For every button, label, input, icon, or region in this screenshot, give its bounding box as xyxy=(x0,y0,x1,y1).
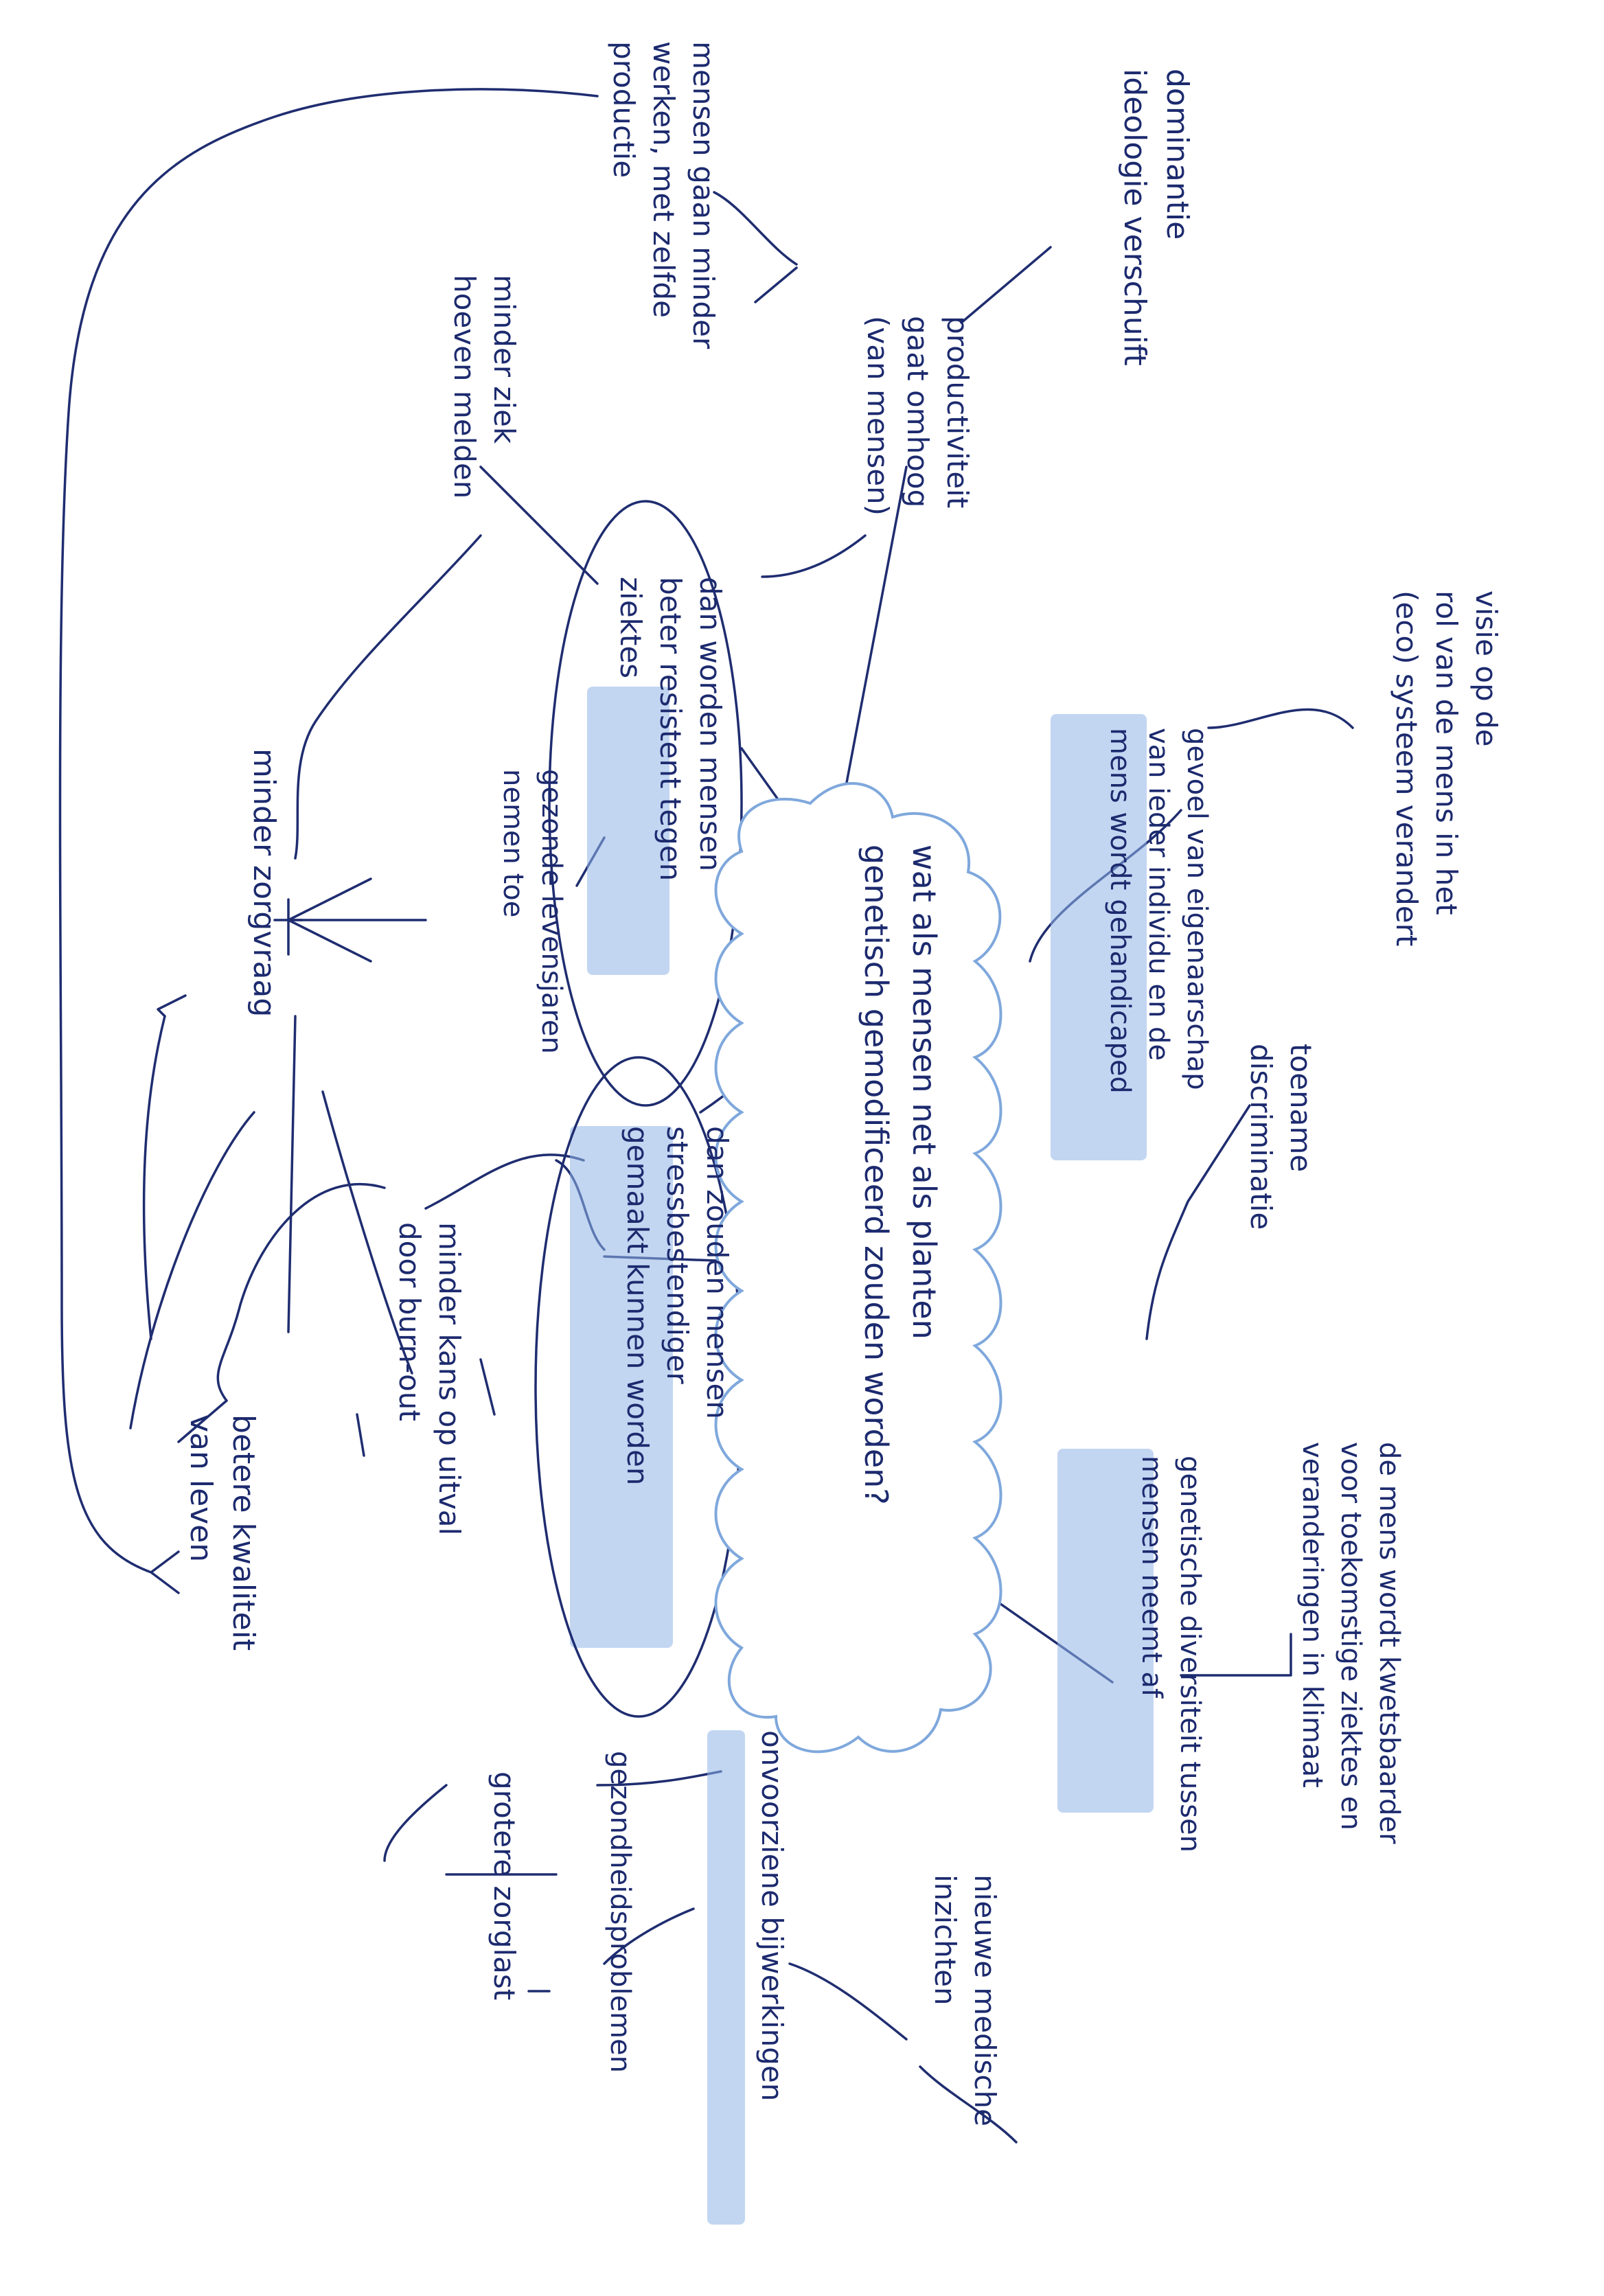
svg-text:mens wordt gehandicaped: mens wordt gehandicaped xyxy=(1104,728,1136,1094)
svg-text:grotere zorglast: grotere zorglast xyxy=(488,1771,521,2000)
svg-text:gemaakt kunnen worden: gemaakt kunnen worden xyxy=(621,1126,654,1485)
svg-text:mensen neemt af: mensen neemt af xyxy=(1136,1456,1167,1699)
highlights xyxy=(570,687,1154,2225)
svg-text:veranderingen in klimaat: veranderingen in klimaat xyxy=(1296,1442,1328,1788)
svg-text:ziektes: ziektes xyxy=(614,577,648,678)
node-bijwerkingen: onvoorziene bijwerkingen xyxy=(755,1730,789,2101)
node-burnout: minder kans op uitval door burn-out xyxy=(393,1222,466,1535)
svg-text:beter resistent tegen: beter resistent tegen xyxy=(654,577,687,881)
svg-text:stressbestendiger: stressbestendiger xyxy=(661,1126,694,1384)
node-productiviteit: productiviteit gaat omhoog (van mensen) xyxy=(861,316,974,516)
svg-text:visie op de: visie op de xyxy=(1469,590,1503,746)
svg-text:(eco) systeem verandert: (eco) systeem verandert xyxy=(1390,590,1423,946)
center-line-2: genetisch gemodificeerd zouden worden? xyxy=(858,845,895,1505)
svg-text:minder zorgvraag: minder zorgvraag xyxy=(247,748,282,1017)
svg-text:van ieder individu en de: van ieder individu en de xyxy=(1143,728,1174,1061)
central-cloud xyxy=(714,782,1002,1754)
svg-text:voor toekomstige ziektes en: voor toekomstige ziektes en xyxy=(1335,1442,1366,1830)
svg-text:minder ziek: minder ziek xyxy=(488,275,521,444)
node-diversiteit: genetische diversiteit tussen mensen nee… xyxy=(1136,1456,1206,1852)
node-minder-zorgvraag: minder zorgvraag xyxy=(247,748,282,1017)
svg-text:nemen toe: nemen toe xyxy=(497,769,529,917)
node-resistent: dan worden mensen beter resistent tegen … xyxy=(614,577,727,881)
svg-text:inzichten: inzichten xyxy=(928,1874,962,2006)
node-minder-ziek: minder ziek hoeven melden xyxy=(448,275,521,498)
svg-text:discriminatie: discriminatie xyxy=(1244,1044,1278,1230)
node-gezondheidsproblemen: gezondheidsproblemen xyxy=(604,1751,636,2073)
svg-text:dan zouden mensen: dan zouden mensen xyxy=(700,1126,734,1419)
svg-text:hoeven melden: hoeven melden xyxy=(448,275,481,498)
svg-text:rol van de mens in het: rol van de mens in het xyxy=(1430,590,1463,915)
svg-text:(van mensen): (van mensen) xyxy=(861,316,895,516)
center-line-1: wat als mensen net als planten xyxy=(906,845,943,1340)
svg-text:gaat omhoog: gaat omhoog xyxy=(901,316,935,507)
center-question: wat als mensen net als planten genetisch… xyxy=(858,845,943,1505)
svg-text:gezonde levensjaren: gezonde levensjaren xyxy=(536,769,567,1054)
connector-lines xyxy=(58,88,1354,2144)
node-visie: visie op de rol van de mens in het (eco)… xyxy=(1390,590,1503,946)
svg-text:onvoorziene bijwerkingen: onvoorziene bijwerkingen xyxy=(755,1730,789,2101)
svg-text:nieuwe medische: nieuwe medische xyxy=(968,1874,1002,2126)
svg-text:dan worden mensen: dan worden mensen xyxy=(694,577,727,871)
node-kwetsbaarder: de mens wordt kwetsbaarder voor toekomst… xyxy=(1296,1442,1405,1844)
svg-text:gezondheidsproblemen: gezondheidsproblemen xyxy=(604,1751,636,2073)
svg-text:gevoel van eigenaarschap: gevoel van eigenaarschap xyxy=(1181,728,1213,1090)
svg-text:ideologie verschuift: ideologie verschuift xyxy=(1117,69,1152,366)
node-minder-werken: mensen gaan minder werken, met zelfde pr… xyxy=(607,41,720,349)
node-discriminatie: toename discriminatie xyxy=(1244,1044,1318,1230)
oval-resistent xyxy=(548,500,743,1107)
node-stressbestendig: dan zouden mensen stressbestendiger gema… xyxy=(621,1126,734,1485)
svg-text:van leven: van leven xyxy=(183,1414,218,1562)
svg-text:de mens wordt kwetsbaarder: de mens wordt kwetsbaarder xyxy=(1373,1442,1405,1844)
svg-text:genetische diversiteit tussen: genetische diversiteit tussen xyxy=(1174,1456,1206,1852)
node-gevoel: gevoel van eigenaarschap van ieder indiv… xyxy=(1104,728,1213,1094)
svg-text:dominantie: dominantie xyxy=(1160,69,1195,240)
node-dominantie: dominantie ideologie verschuift xyxy=(1117,69,1195,366)
svg-text:productiviteit: productiviteit xyxy=(941,316,974,508)
node-kwaliteit: betere kwaliteit van leven xyxy=(183,1414,261,1651)
node-levensjaren: gezonde levensjaren nemen toe xyxy=(497,769,567,1054)
svg-text:betere kwaliteit: betere kwaliteit xyxy=(226,1414,261,1651)
svg-text:mensen gaan minder: mensen gaan minder xyxy=(687,41,720,349)
svg-text:productie: productie xyxy=(607,41,641,178)
svg-text:minder kans op uitval: minder kans op uitval xyxy=(433,1222,466,1535)
node-inzichten: nieuwe medische inzichten xyxy=(928,1874,1002,2126)
svg-text:werken, met zelfde: werken, met zelfde xyxy=(647,41,680,318)
svg-text:toename: toename xyxy=(1284,1044,1318,1172)
svg-text:door burn-out: door burn-out xyxy=(393,1222,426,1421)
node-zorglast: grotere zorglast xyxy=(488,1771,521,2000)
